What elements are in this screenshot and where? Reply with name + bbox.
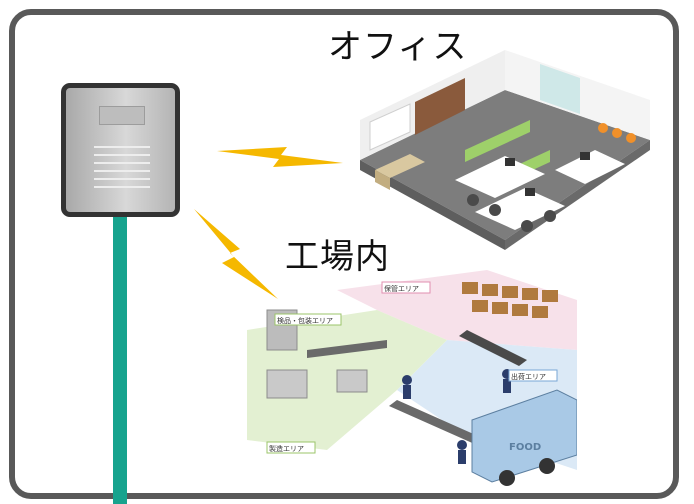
zone-label-shipping: 出荷エリア [511,372,546,381]
reader-vent [94,146,150,148]
factory-illustration: 保管エリア 検品・包装エリア 出荷エリア 製造エリア FOOD [247,270,577,486]
factory-label: 工場内 [285,237,390,277]
reader-vent [94,170,150,172]
zone-label-manufacturing: 製造エリア [269,444,304,453]
rfid-reader [61,83,180,217]
zone-label-storage: 保管エリア [384,284,419,293]
office-label: オフィス [328,27,468,67]
office-illustration [360,50,650,250]
reader-vent [94,162,150,164]
reader-pole [113,214,127,504]
truck-text: FOOD [509,442,541,453]
reader-window [99,106,145,125]
reader-vent [94,154,150,156]
reader-vent [94,186,150,188]
reader-vent [94,178,150,180]
signal-bolt-factory [194,209,278,299]
zone-label-inspection: 検品・包装エリア [277,316,333,325]
signal-bolt-office [217,147,343,167]
